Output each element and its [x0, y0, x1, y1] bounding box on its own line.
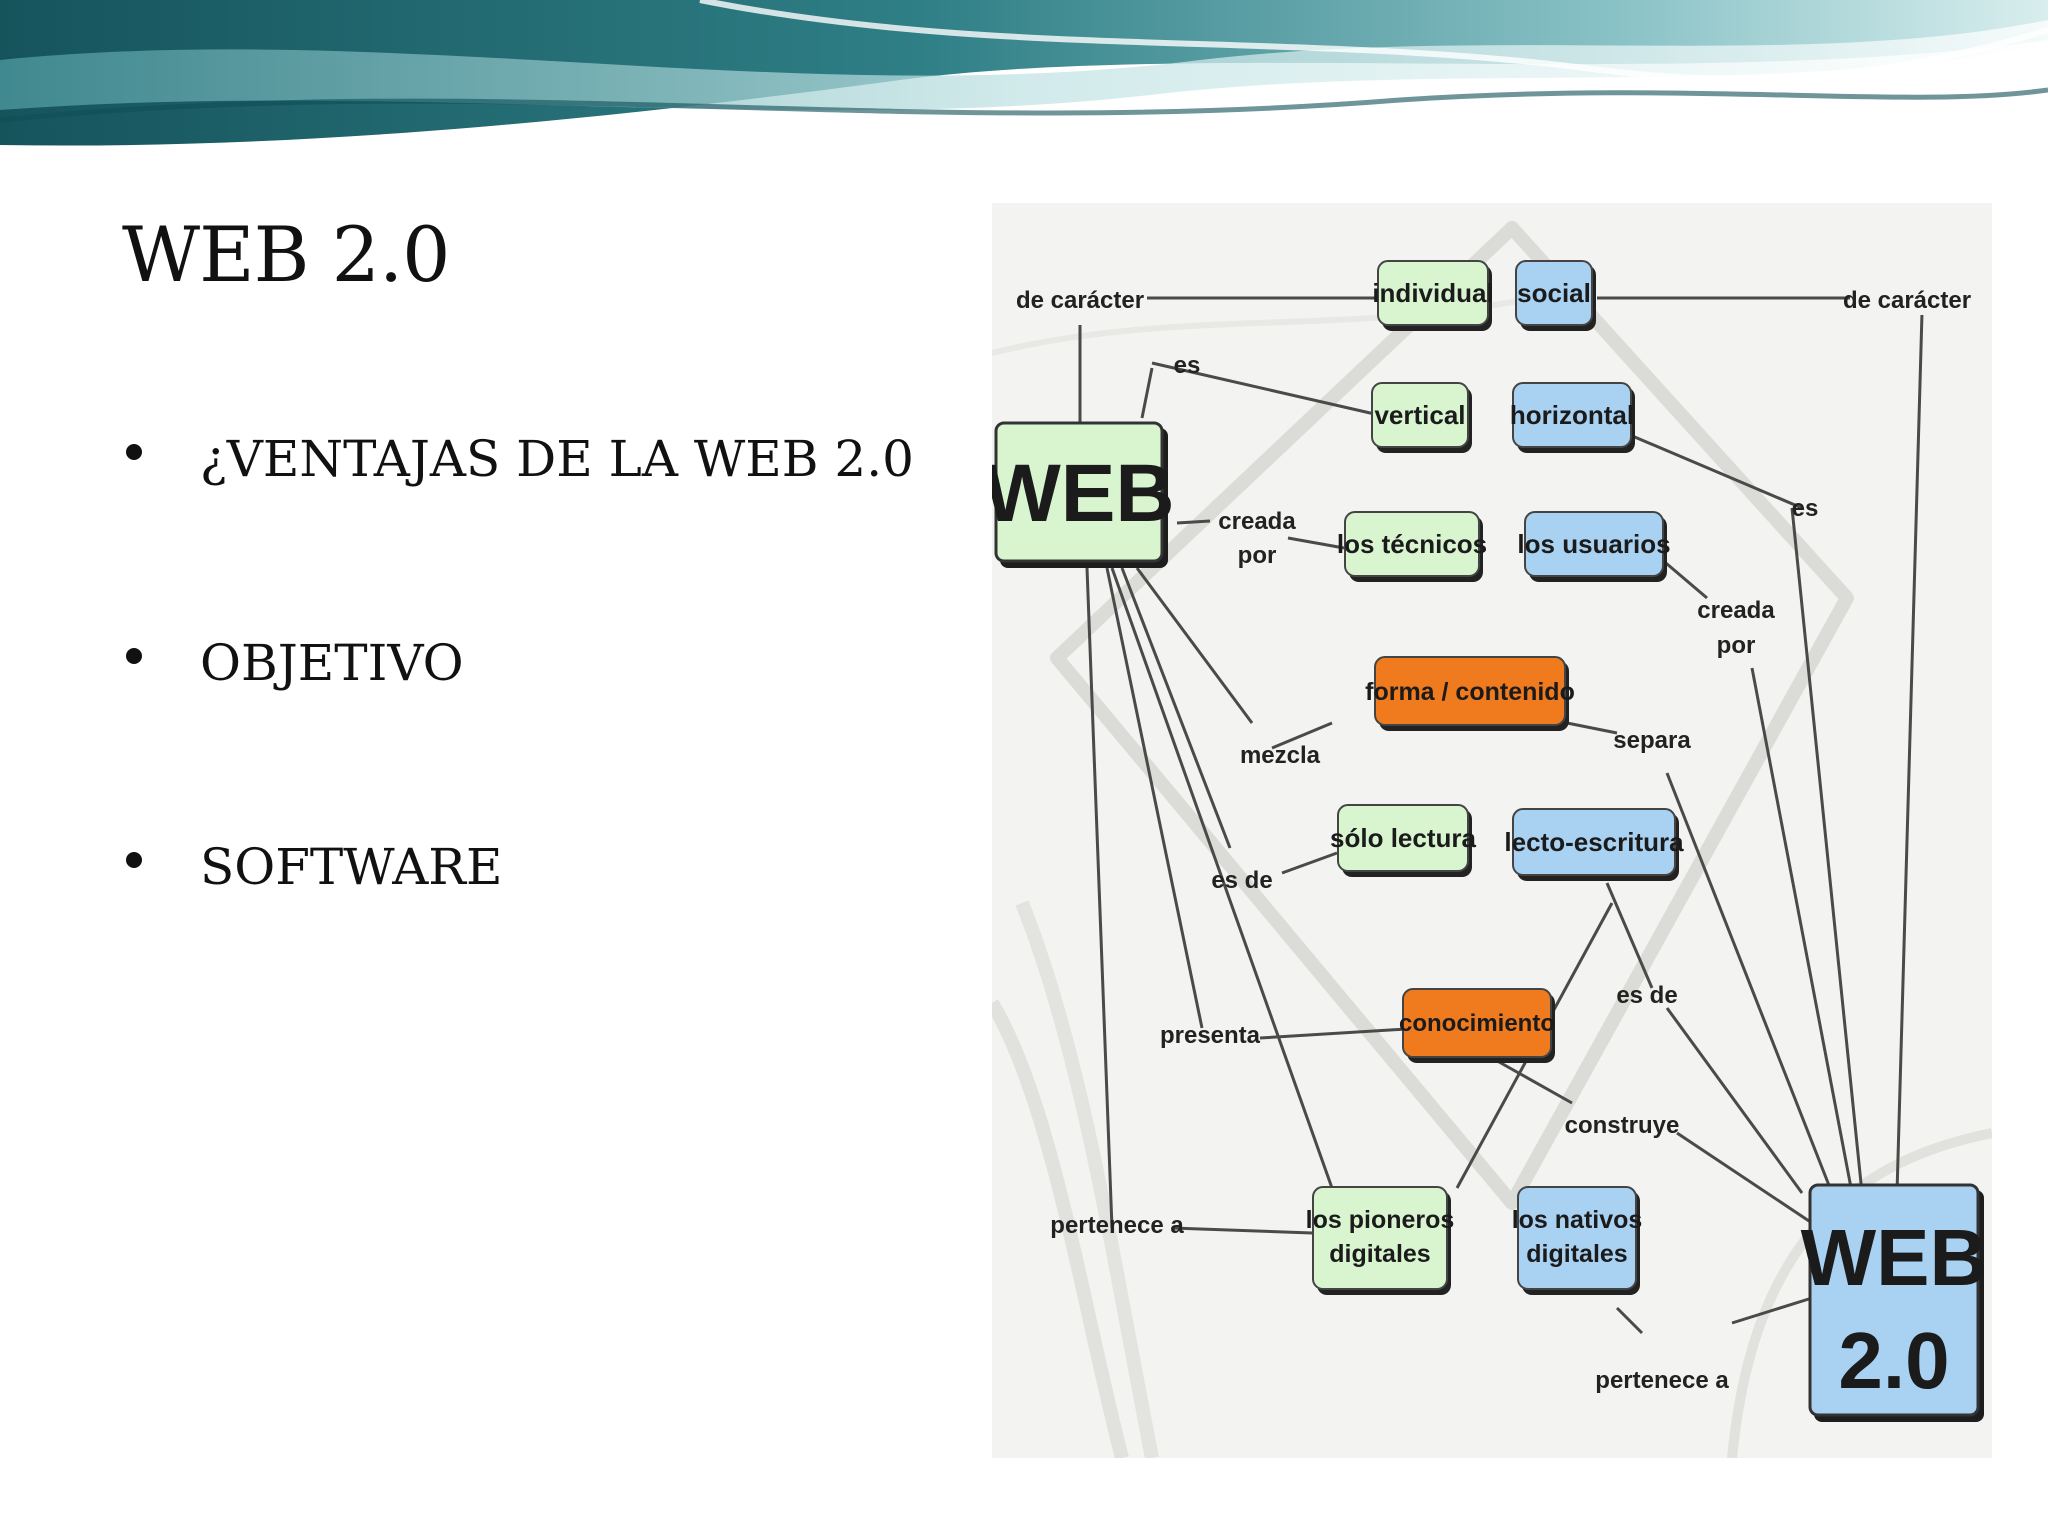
link-labels: de carácter de carácter es es creada por…	[1016, 283, 1975, 1394]
box-horizontal: horizontal	[1510, 400, 1634, 430]
bullet-text: ¿VENTAJAS DE LA WEB 2.0	[200, 430, 914, 488]
label-es-left: es	[1174, 352, 1201, 379]
background-decoration	[992, 221, 1992, 1458]
web20-node-label-2: 2.0	[1838, 1316, 1949, 1405]
label-creada-por-left-2: por	[1238, 542, 1277, 569]
label-construye: construye	[1565, 1112, 1680, 1139]
label-de-caracter-right: de carácter	[1843, 287, 1971, 314]
connector-lines	[1078, 296, 1924, 1335]
web20-node-label-1: WEB	[1801, 1213, 1988, 1302]
slide-title: WEB 2.0	[122, 210, 450, 299]
label-es-right: es	[1792, 495, 1819, 522]
label-es-de-right: es de	[1616, 982, 1677, 1009]
box-vertical: vertical	[1374, 400, 1465, 430]
label-creada-por-right-2: por	[1717, 632, 1756, 659]
box-forma-contenido: forma / contenido	[1365, 678, 1575, 706]
box-individual: individual	[1372, 278, 1493, 308]
label-creada-por-left-1: creada	[1218, 508, 1296, 535]
box-nativos-line2: digitales	[1526, 1240, 1627, 1268]
web20-concept-map: WEB WEB 2.0 individual social vertical h…	[992, 203, 1992, 1458]
header-banner	[0, 0, 2048, 150]
web-node: WEB	[992, 421, 1175, 568]
box-los-usuarios: los usuarios	[1517, 529, 1670, 559]
box-pioneros-line2: digitales	[1329, 1240, 1430, 1268]
label-creada-por-right-1: creada	[1697, 597, 1775, 624]
bullet-text: OBJETIVO	[200, 634, 464, 692]
box-los-tecnicos: los técnicos	[1337, 529, 1487, 559]
label-presenta: presenta	[1160, 1022, 1261, 1049]
box-social: social	[1517, 278, 1591, 308]
label-mezcla: mezcla	[1240, 742, 1321, 769]
web-node-label: WEB	[992, 448, 1175, 539]
box-pioneros-line1: los pioneros	[1306, 1206, 1455, 1234]
bullet-dot	[126, 444, 142, 460]
label-pertenece-a-left: pertenece a	[1050, 1212, 1184, 1239]
label-de-caracter-left: de carácter	[1016, 287, 1144, 314]
box-nativos-line1: los nativos	[1512, 1206, 1643, 1234]
bullet-text: SOFTWARE	[200, 838, 503, 896]
label-separa: separa	[1613, 727, 1691, 754]
label-es-de-left: es de	[1211, 867, 1272, 894]
box-conocimiento: conocimiento	[1399, 1010, 1555, 1037]
label-pertenece-a-right: pertenece a	[1595, 1367, 1729, 1394]
concept-boxes: individual social vertical horizontal lo…	[1306, 260, 1684, 1295]
box-lecto-escritura: lecto-escritura	[1504, 827, 1684, 857]
web20-node: WEB 2.0	[1801, 1183, 1988, 1422]
bullet-dot	[126, 648, 142, 664]
box-solo-lectura: sólo lectura	[1330, 823, 1476, 853]
bullet-dot	[126, 852, 142, 868]
